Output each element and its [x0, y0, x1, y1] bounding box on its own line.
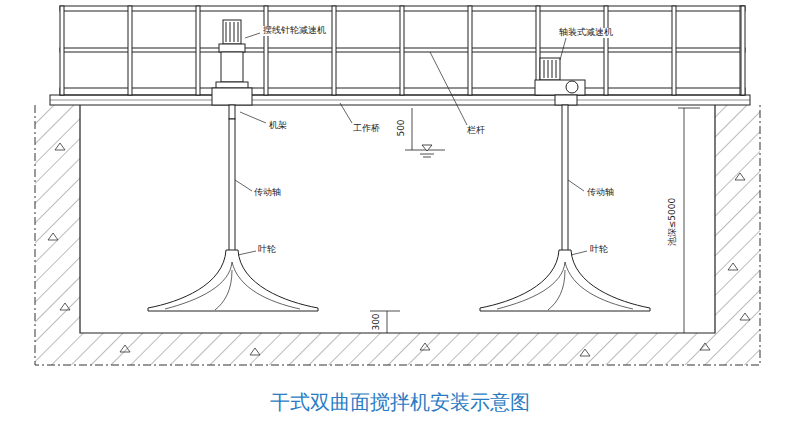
tank-wall: [35, 105, 760, 365]
caption: 干式双曲面搅拌机安装示意图: [0, 390, 800, 414]
railing-post: [672, 6, 676, 95]
reducer-label: 轴装式减速机: [558, 28, 614, 38]
railing-post: [60, 6, 64, 95]
shaft-mounted-drive: [535, 58, 585, 105]
railing-post: [468, 6, 472, 95]
railing: [60, 6, 745, 95]
drive-shaft: [229, 105, 568, 252]
railing-post: [196, 6, 200, 95]
walkway: [50, 95, 750, 105]
reducer-label: 摆线针轮减速机: [262, 26, 327, 36]
leader-lines: [235, 33, 587, 255]
railing-post: [128, 6, 132, 95]
dimension-text: 池深≤5000: [668, 197, 678, 247]
shaft-label: 传动轴: [253, 188, 282, 198]
railing-post: [264, 6, 268, 95]
dimension-text: 300: [372, 312, 382, 331]
frame-label: 机架: [268, 121, 288, 131]
railing-post: [740, 6, 744, 95]
dimension-lines: [370, 108, 700, 333]
impeller: [148, 250, 650, 311]
railing-label: 栏杆: [466, 126, 486, 136]
railing-post: [400, 6, 404, 95]
walkway-label: 工作桥: [352, 124, 381, 134]
impeller-label: 叶轮: [589, 245, 609, 255]
cycloidal-drive: [212, 20, 252, 119]
dimension-text: 500: [397, 118, 407, 137]
railing-post: [604, 6, 608, 95]
railing-post: [741, 6, 745, 95]
impeller-label: 叶轮: [257, 245, 277, 255]
shaft-label: 传动轴: [586, 188, 615, 198]
railing-post: [332, 6, 336, 95]
